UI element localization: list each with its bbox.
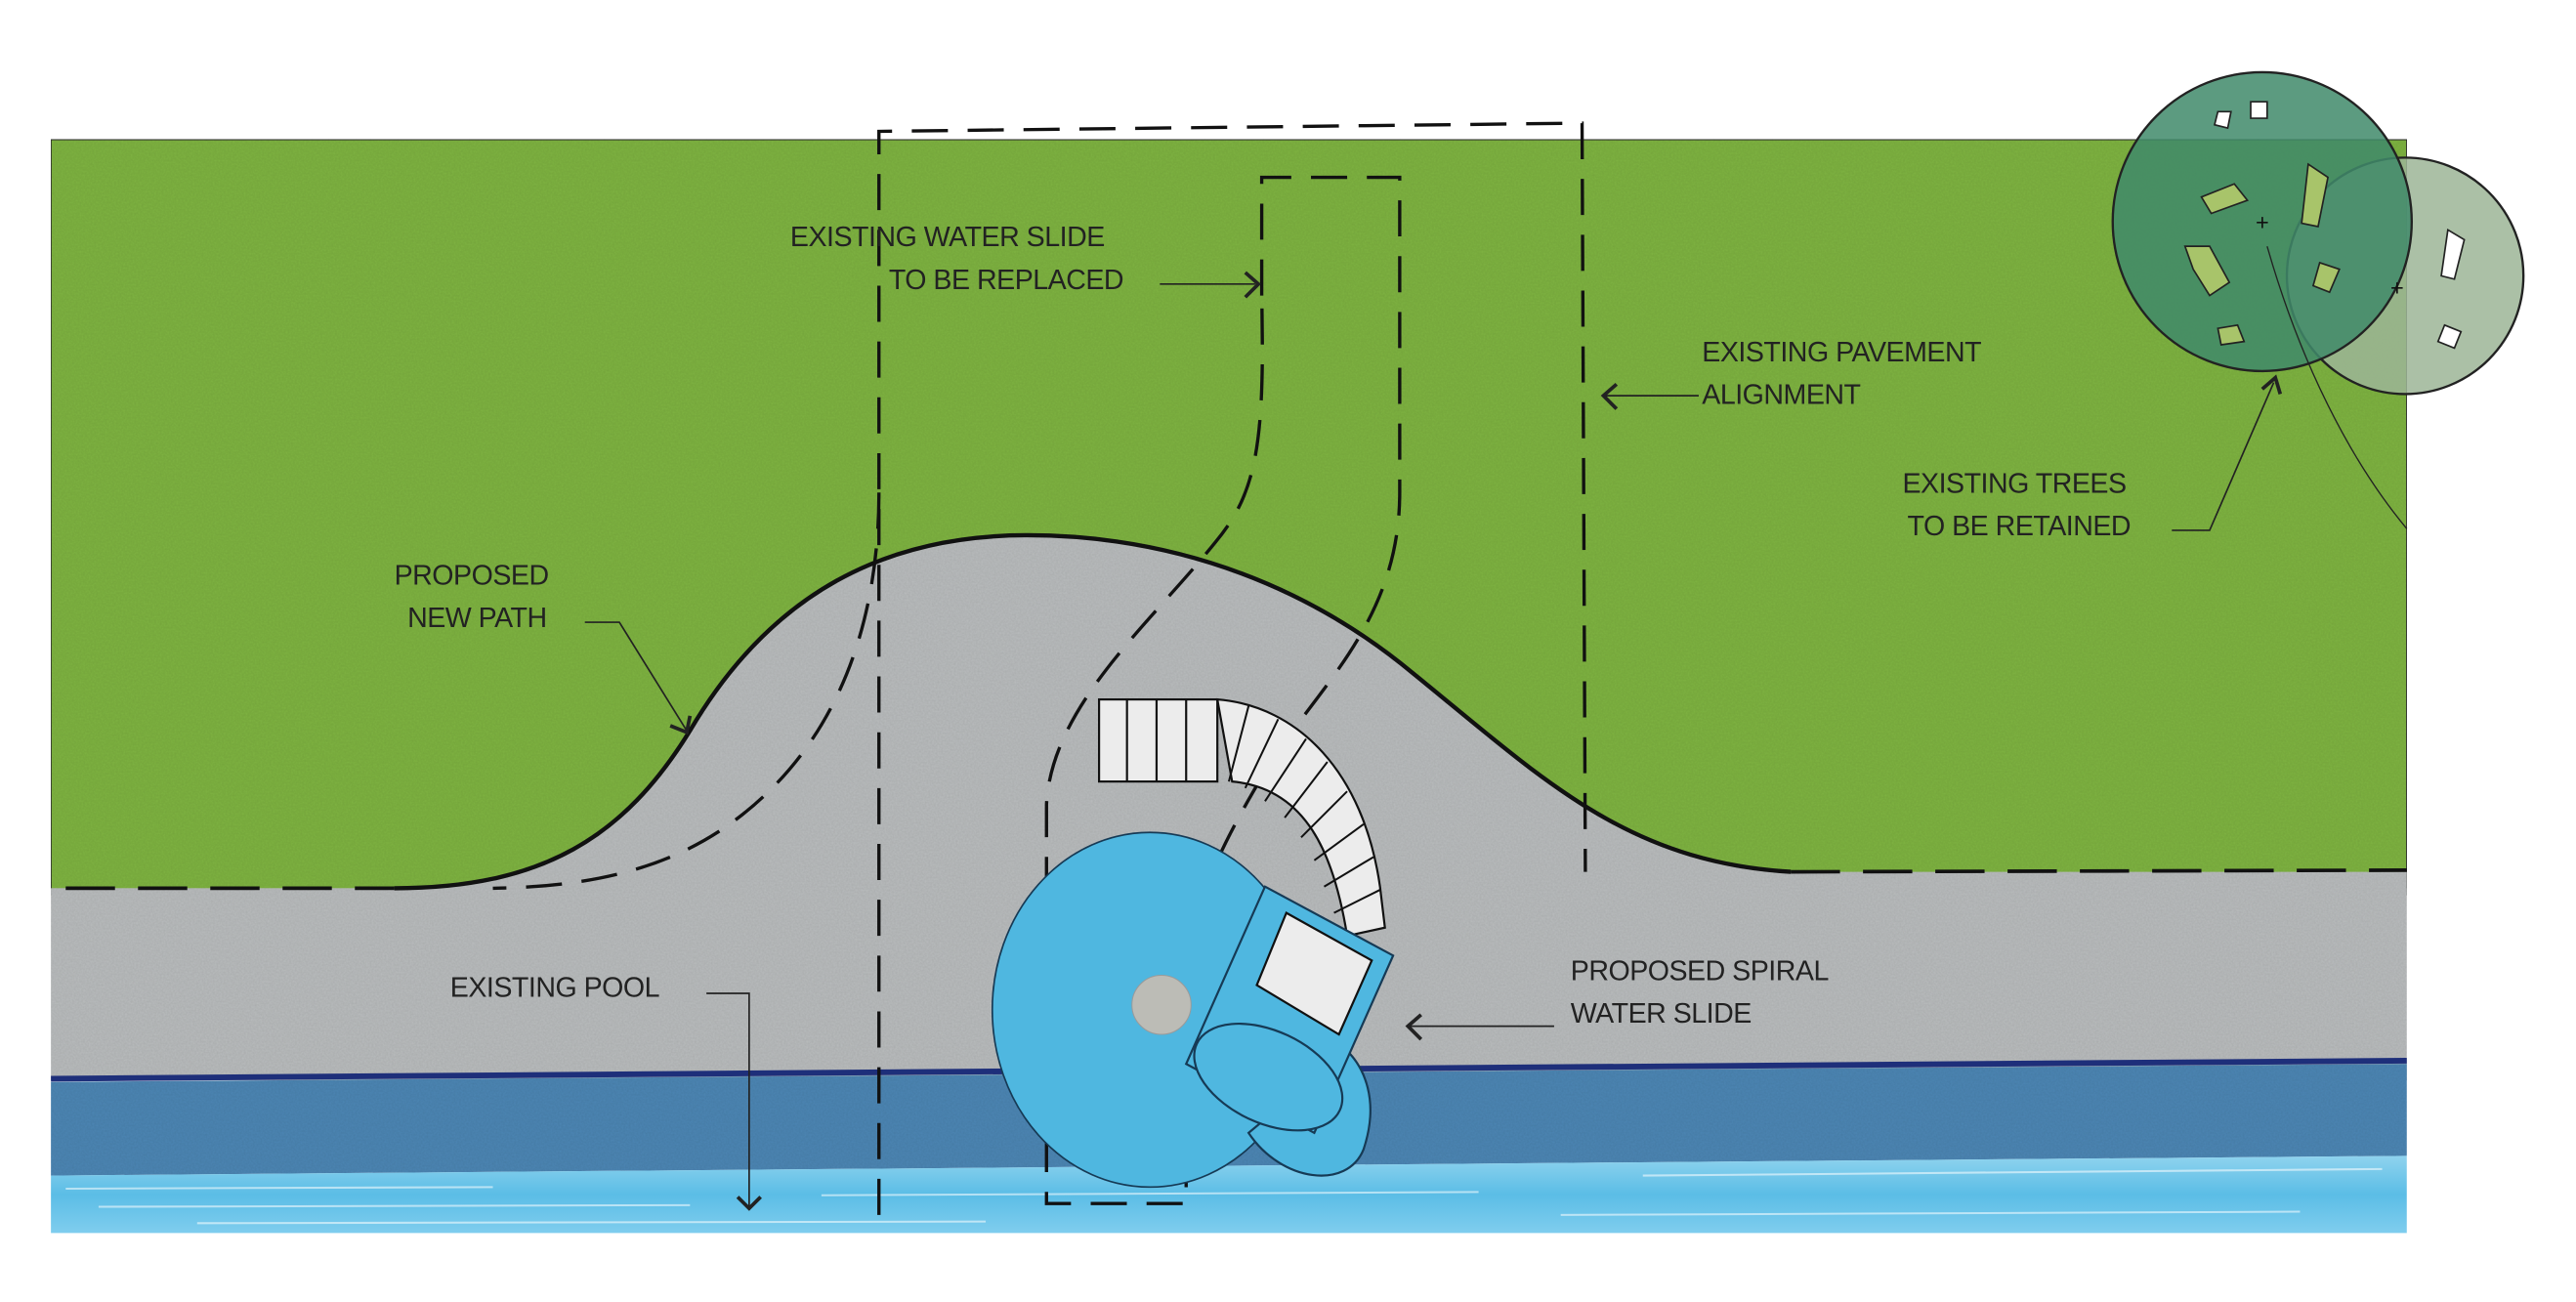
slide-basin <box>1193 1023 1344 1132</box>
label-line-1: EXISTING TREES <box>1902 468 2126 499</box>
arrow-left-icon <box>1600 382 1619 410</box>
label-line-1: EXISTING WATER SLIDE <box>790 222 1105 253</box>
curved-treads <box>1227 705 1381 914</box>
label-line-2: TO BE REPLACED <box>889 265 1123 296</box>
tree-canopy-gaps <box>2183 162 2341 346</box>
label-proposed-new-path: PROPOSED NEW PATH <box>395 560 693 735</box>
stair-landing <box>1098 697 1219 783</box>
label-proposed-spiral-slide: PROPOSED SPIRAL WATER SLIDE <box>1405 956 1829 1041</box>
label-line-1: EXISTING POOL <box>450 972 659 1003</box>
proposed-path-edge <box>394 532 1792 891</box>
arrow-up-icon <box>2260 374 2283 395</box>
stair-treads <box>1125 699 1188 782</box>
arrow-left-icon <box>1405 1013 1423 1041</box>
label-existing-pool: EXISTING POOL <box>450 972 762 1211</box>
slide-inner-steps <box>1255 911 1373 1036</box>
existing-water-slide-outline <box>492 175 1402 1205</box>
label-line-1: PROPOSED <box>395 560 549 591</box>
label-line-2: NEW PATH <box>407 603 547 634</box>
lawn-edge-dashed <box>65 868 2407 891</box>
label-existing-pavement: EXISTING PAVEMENT ALIGNMENT <box>1600 337 1982 411</box>
central-column <box>1131 974 1192 1035</box>
existing-trees: + + <box>2111 70 2525 529</box>
tree-dripline-arc <box>2266 245 2408 529</box>
water-ripples <box>65 1167 2383 1225</box>
arrow-down-icon <box>669 715 693 735</box>
proposed-spiral-slide <box>991 697 1395 1189</box>
label-existing-trees: EXISTING TREES TO BE RETAINED <box>1902 374 2283 542</box>
arrow-right-icon <box>1244 271 1261 299</box>
tree-center-mark-2: + <box>2390 275 2404 301</box>
label-line-2: ALIGNMENT <box>1702 380 1860 411</box>
tree-canopy-dark <box>2111 70 2414 373</box>
label-line-1: EXISTING PAVEMENT <box>1702 337 1981 368</box>
tree-white-gaps <box>2213 101 2466 350</box>
arrow-down-icon <box>736 1196 762 1211</box>
tree-center-mark-1: + <box>2256 209 2269 234</box>
label-line-1: PROPOSED SPIRAL <box>1571 956 1829 987</box>
label-line-2: TO BE RETAINED <box>1908 511 2132 542</box>
label-existing-water-slide: EXISTING WATER SLIDE TO BE REPLACED <box>790 222 1261 299</box>
label-line-2: WATER SLIDE <box>1571 998 1752 1029</box>
